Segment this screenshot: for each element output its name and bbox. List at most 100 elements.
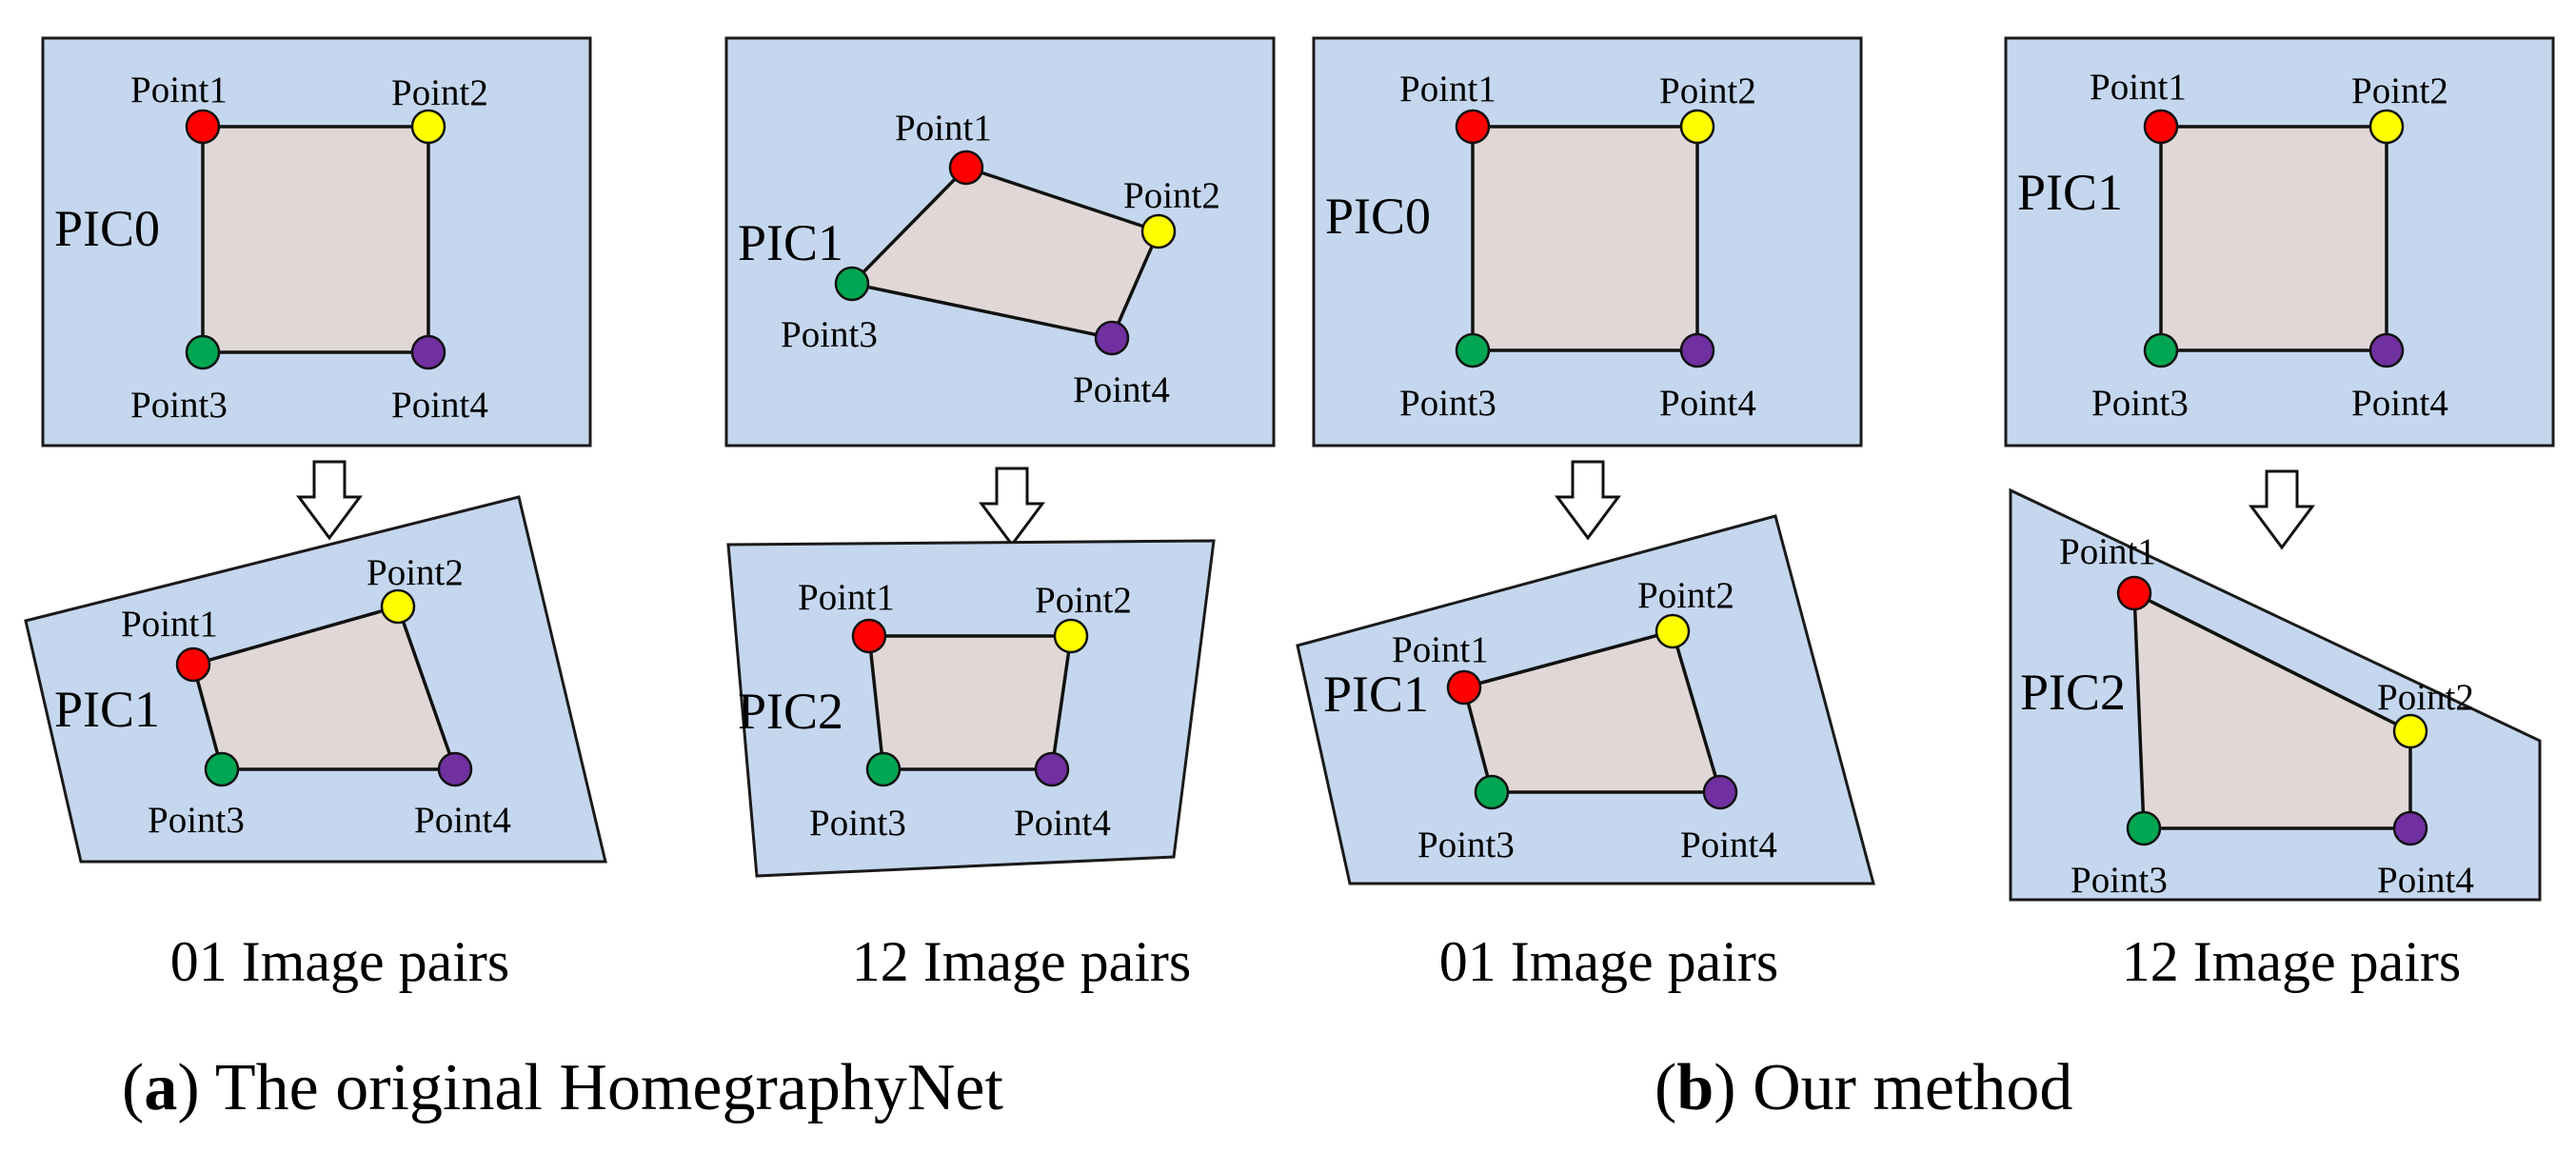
point1-marker <box>1455 109 1491 145</box>
pic-label: PIC1 <box>1323 666 1429 723</box>
down-arrow <box>2249 469 2315 550</box>
point4-label: Point4 <box>2351 383 2448 424</box>
point2-label: Point2 <box>1123 175 1220 216</box>
point3-marker <box>865 751 902 787</box>
point3-label: Point3 <box>148 800 245 841</box>
point2-marker <box>410 109 446 145</box>
point3-marker <box>204 751 240 787</box>
pic-label: PIC0 <box>1325 188 1431 245</box>
point4-label: Point4 <box>1014 803 1111 844</box>
pair-label: 12 Image pairs <box>852 930 1192 993</box>
point2-label: Point2 <box>1035 580 1132 621</box>
panel-top-3: Point1 Point2 Point3 Point4 PIC0 <box>1312 36 1863 447</box>
panel-top-1: Point1 Point2 Point3 Point4 PIC0 <box>41 36 592 447</box>
caption-a-text: The original HomegraphyNet <box>215 1051 1004 1124</box>
pair-label: 12 Image pairs <box>2122 930 2462 993</box>
point1-marker <box>851 618 887 654</box>
point-quad <box>201 125 430 354</box>
point4-label: Point4 <box>414 800 511 841</box>
point4-marker <box>2392 810 2428 846</box>
point1-label: Point1 <box>130 70 228 110</box>
pic-label: PIC1 <box>54 681 160 738</box>
point1-marker <box>1446 669 1482 706</box>
point2-marker <box>1655 613 1691 649</box>
point1-marker <box>185 109 221 145</box>
point4-label: Point4 <box>2377 860 2474 901</box>
point3-marker <box>185 334 221 370</box>
point4-marker <box>1034 751 1070 787</box>
pic-label: PIC1 <box>738 214 843 271</box>
point1-label: Point1 <box>798 577 895 618</box>
down-arrow <box>979 467 1045 547</box>
point1-marker <box>2143 109 2179 145</box>
point3-label: Point3 <box>1417 825 1515 865</box>
point4-marker <box>1679 332 1715 368</box>
panel-top-4: Point1 Point2 Point3 Point4 PIC1 <box>2004 36 2555 447</box>
point1-label: Point1 <box>121 604 218 645</box>
pair-label: 01 Image pairs <box>1439 930 1779 993</box>
column-1: Point1 Point2 Point3 Point4 PIC0 Point1 … <box>24 36 607 993</box>
point1-label: Point1 <box>895 108 992 149</box>
pic-label: PIC2 <box>2020 664 2126 721</box>
point3-marker <box>1455 332 1491 368</box>
caption-b-text: Our method <box>1753 1051 2072 1124</box>
point1-marker <box>2116 575 2152 611</box>
point2-marker <box>380 588 416 625</box>
column-2: Point1 Point2 Point3 Point4 PIC1 Point1 … <box>724 36 1276 993</box>
point1-marker <box>175 646 211 683</box>
point2-marker <box>1679 109 1715 145</box>
point3-label: Point3 <box>130 385 228 426</box>
point4-label: Point4 <box>1680 825 1777 865</box>
caption-b: (b) Our method <box>1655 1051 2072 1124</box>
point2-label: Point2 <box>391 72 488 113</box>
pair-label: 01 Image pairs <box>170 930 510 993</box>
pic-label: PIC1 <box>2017 164 2123 221</box>
point2-marker <box>1140 213 1177 249</box>
point2-label: Point2 <box>1659 70 1756 111</box>
pic-label: PIC0 <box>54 200 160 257</box>
point2-marker <box>2392 713 2428 749</box>
pic-label: PIC2 <box>738 683 843 740</box>
point-quad <box>2159 125 2388 352</box>
point2-label: Point2 <box>2377 677 2474 718</box>
point2-label: Point2 <box>367 552 464 593</box>
point1-label: Point1 <box>1392 629 1489 670</box>
point2-label: Point2 <box>1637 575 1734 616</box>
point3-marker <box>834 266 870 302</box>
point3-marker <box>1474 774 1510 810</box>
panel-bottom-3: Point1 Point2 Point3 Point4 PIC1 <box>1296 514 1875 885</box>
point4-marker <box>437 751 473 787</box>
down-arrow <box>296 460 363 541</box>
point3-label: Point3 <box>809 803 906 844</box>
point3-label: Point3 <box>2091 383 2189 424</box>
point1-label: Point1 <box>1399 69 1496 109</box>
caption-b-letter: b <box>1676 1051 1714 1124</box>
point3-marker <box>2126 810 2162 846</box>
panel-top-2: Point1 Point2 Point3 Point4 PIC1 <box>724 36 1276 447</box>
point4-marker <box>410 334 446 370</box>
point4-label: Point4 <box>1659 383 1756 424</box>
point4-marker <box>1702 774 1738 810</box>
point3-label: Point3 <box>781 314 878 355</box>
point2-marker <box>1053 618 1089 654</box>
point4-marker <box>1094 320 1130 356</box>
point3-label: Point3 <box>1399 383 1496 424</box>
point3-marker <box>2143 332 2179 368</box>
panel-bottom-1: Point1 Point2 Point3 Point4 PIC1 <box>24 495 607 864</box>
point3-label: Point3 <box>2071 860 2168 901</box>
panel-bottom-2: Point1 Point2 Point3 Point4 PIC2 <box>726 539 1216 878</box>
point1-marker <box>948 149 984 186</box>
column-3: Point1 Point2 Point3 Point4 PIC0 Point1 … <box>1296 36 1875 993</box>
point4-label: Point4 <box>391 385 488 426</box>
point2-marker <box>2368 109 2405 145</box>
caption-a-letter: a <box>144 1051 177 1124</box>
point4-marker <box>2368 332 2405 368</box>
panel-bottom-4: Point1 Point2 Point3 Point4 PIC2 <box>2009 487 2542 902</box>
point1-label: Point1 <box>2090 67 2187 108</box>
point-quad <box>867 634 1074 771</box>
point1-label: Point1 <box>2059 531 2156 572</box>
point4-label: Point4 <box>1073 369 1170 410</box>
caption-a: (a) The original HomegraphyNet <box>122 1051 1003 1124</box>
point2-label: Point2 <box>2351 70 2448 111</box>
